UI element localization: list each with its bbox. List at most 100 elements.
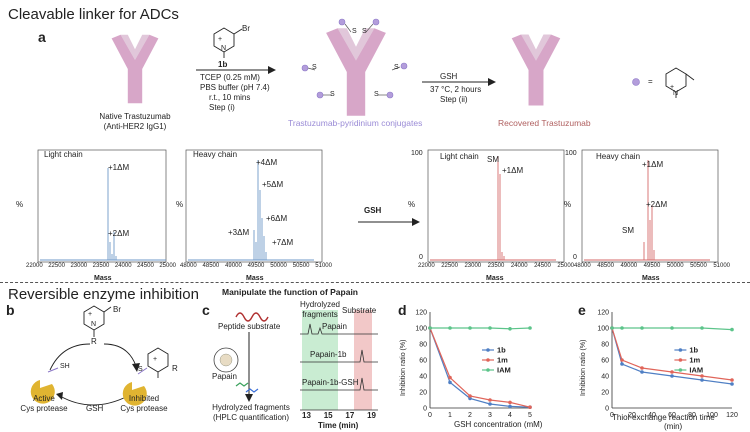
chart-e-series-1m bbox=[611, 327, 733, 381]
chart-e-ytick: 60 bbox=[601, 358, 609, 365]
legend-dot-icon bbox=[632, 78, 640, 86]
chart-d-legend-1m: 1m bbox=[497, 356, 508, 365]
legend-n: N bbox=[673, 90, 679, 97]
chart-d-point-1b bbox=[488, 402, 492, 406]
spec2-ylabel: % bbox=[176, 200, 184, 209]
section-b-title: Reversible enzyme inhibition bbox=[8, 286, 199, 303]
chart-e-point-1b bbox=[730, 382, 734, 386]
spectrum-light-chain-conjugate bbox=[40, 168, 166, 261]
chart-d-xtick: 1 bbox=[448, 412, 452, 419]
native-label-1: Native Trastuzumab bbox=[99, 112, 171, 121]
chart-d-ytick: 40 bbox=[419, 374, 427, 381]
spec3-ytick-0: 0 bbox=[419, 254, 423, 261]
active-protease-icon bbox=[30, 380, 55, 404]
spec3-xlabel: Mass bbox=[486, 275, 504, 282]
gsh-arrow-label: GSH bbox=[364, 206, 382, 215]
hplc-trace-1 bbox=[300, 323, 378, 335]
chart-d-point-IAM bbox=[448, 326, 452, 330]
chart-e-xtick: 80 bbox=[688, 412, 696, 419]
hplc-trace-2 bbox=[300, 349, 378, 363]
chart-e-xtick: 40 bbox=[648, 412, 656, 419]
cond-i-3: r.t., 10 mins bbox=[209, 93, 251, 102]
spec2-ann-3: +6ΔM bbox=[266, 214, 288, 223]
chart-d-ytick: 60 bbox=[419, 358, 427, 365]
chart-e-xtick: 0 bbox=[610, 412, 614, 419]
legend-plus: + bbox=[670, 84, 675, 91]
trace-3-label: Papain-1b-GSH bbox=[302, 378, 359, 387]
peptide-substrate-icon bbox=[235, 312, 269, 322]
inhibited-label-2: Cys protease bbox=[120, 404, 168, 413]
native-label-2: (Anti-HER2 IgG1) bbox=[103, 122, 167, 131]
spectra-frames bbox=[37, 149, 719, 263]
chart-e-legend-IAM: IAM bbox=[689, 366, 703, 375]
panel-b-n: N bbox=[91, 321, 97, 328]
active-label-2: Cys protease bbox=[20, 404, 68, 413]
spectrum-light-chain-recovered bbox=[430, 156, 556, 261]
panel-b-s: S bbox=[138, 366, 143, 373]
panel-c-title: Manipulate the function of Papain bbox=[222, 287, 358, 297]
reagent-plus: + bbox=[218, 36, 223, 43]
chart-d-point-1b bbox=[448, 380, 452, 385]
panel-b-inhib-r: R bbox=[172, 364, 178, 373]
spec2-ann-5: +7ΔM bbox=[272, 238, 294, 247]
chart-d-point-IAM bbox=[508, 327, 512, 331]
chart-e-ytick: 80 bbox=[601, 342, 609, 349]
chart-e-point-1m bbox=[620, 358, 624, 362]
trace-2-label: Papain-1b bbox=[310, 350, 347, 359]
hplc-xlabel: Time (min) bbox=[318, 421, 359, 430]
chart-e-point-1m bbox=[640, 366, 644, 370]
peptide-label: Peptide substrate bbox=[218, 322, 281, 331]
spec3-ann-1: +1ΔM bbox=[502, 166, 524, 175]
chart-d-point-1m bbox=[488, 398, 492, 402]
s-label-6: S bbox=[374, 91, 379, 98]
spec1-ann-1: +1ΔM bbox=[108, 163, 130, 172]
chart-e-xtick: 20 bbox=[628, 412, 636, 419]
chart-d-point-IAM bbox=[488, 326, 492, 330]
panel-b-inhib-plus: + bbox=[153, 356, 158, 363]
panel-b-sh: SH bbox=[60, 363, 70, 370]
reagent-br: Br bbox=[242, 24, 250, 33]
spec4-ytick-0: 0 bbox=[573, 254, 577, 261]
pyridinium-links bbox=[307, 23, 401, 96]
hydro-bottom-1: Hydrolyzed fragments bbox=[212, 403, 290, 412]
chart-d-legend-1b: 1b bbox=[497, 346, 506, 355]
chart-d-series-1m bbox=[429, 327, 531, 408]
spec1-xlabel: Mass bbox=[94, 275, 112, 282]
reagent-n: N bbox=[221, 45, 227, 52]
spec4-ann-sm: SM bbox=[622, 226, 634, 235]
cond-i-2: PBS buffer (pH 7.4) bbox=[200, 83, 270, 92]
hplc-traces bbox=[300, 323, 378, 391]
chart-d-ytick: 120 bbox=[415, 310, 427, 317]
chart-e-ytick: 20 bbox=[601, 390, 609, 397]
panel-e-label: e bbox=[578, 302, 586, 318]
reagent-name: 1b bbox=[218, 60, 228, 69]
cycle-arrow-bottom bbox=[59, 395, 129, 406]
active-label-1: Active bbox=[33, 394, 55, 403]
chart-e-point-IAM bbox=[610, 326, 614, 330]
section-divider bbox=[0, 282, 750, 283]
inhibited-protease-icon bbox=[122, 382, 147, 406]
spec3-ann-sm: SM bbox=[487, 155, 499, 164]
chart-d-point-IAM bbox=[528, 326, 532, 330]
panel-c-label: c bbox=[202, 302, 210, 318]
cond-i-4: Step (i) bbox=[209, 103, 235, 112]
trace-1-label: Papain bbox=[322, 322, 347, 331]
chart-e-ytick: 0 bbox=[605, 406, 609, 413]
spec2-ann-1: +4ΔM bbox=[256, 158, 278, 167]
papain-icon bbox=[213, 347, 239, 373]
cycle-arrow-top bbox=[49, 343, 91, 371]
panel-b-pyridine bbox=[83, 305, 112, 337]
spec3-ytick-100: 100 bbox=[411, 150, 423, 157]
chart-d-ytick: 0 bbox=[423, 406, 427, 413]
spec4-ann-1: +1ΔM bbox=[642, 160, 664, 169]
conjugate-caption: Trastuzumab-pyridinium conjugates bbox=[288, 118, 423, 128]
recovered-caption: Recovered Trastuzumab bbox=[498, 118, 591, 128]
chart-e-ytick: 120 bbox=[597, 310, 609, 317]
inhibited-pyridine bbox=[147, 347, 169, 378]
